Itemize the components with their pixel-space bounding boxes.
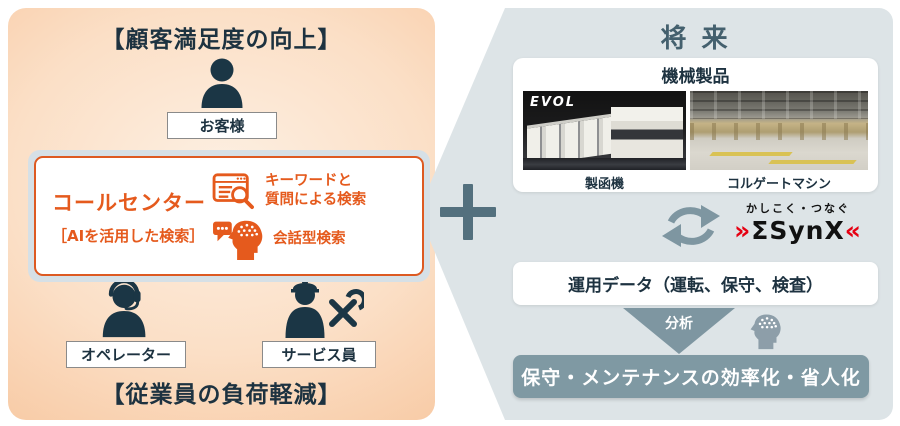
synx-logo-text: ΣSynX (751, 216, 845, 245)
floor-marking-graphic (709, 152, 794, 156)
operator-label: オペレーター (66, 341, 186, 368)
maintenance-efficiency-box: 保守・メンテナンスの効率化・省人化 (513, 355, 869, 398)
operator-headset-icon (96, 280, 158, 338)
left-panel-bottom-title: 【従業員の負荷軽減】 (101, 382, 342, 408)
floor-marking-graphic (768, 160, 858, 164)
chat-brain-head-icon (212, 219, 264, 260)
synx-tagline: かしこく・つなぐ (746, 202, 850, 215)
keyword-search-feature: キーワードと 質問による検索 (212, 172, 408, 210)
machine-photos: EVOL (513, 87, 878, 170)
machine-floor-graphic (523, 158, 686, 170)
corrugator-line-graphic (690, 122, 868, 140)
corrugate-machine-photo (690, 91, 868, 170)
operation-data-box: 運用データ（運転、保守、検査） (513, 262, 878, 305)
conversational-search-label: 会話型検索 (273, 231, 346, 248)
brain-head-icon (738, 306, 782, 356)
synx-logo-block: かしこく・つなぐ »ΣSynX« (721, 200, 875, 245)
person-icon (195, 58, 249, 108)
machine-body-graphic (611, 107, 683, 161)
synx-logo-right-mark: « (844, 216, 862, 245)
future-title: 将 来 (660, 24, 731, 54)
service-label: サービス員 (262, 341, 376, 368)
future-panel: 将 来 機械製品 EVOL 製函機 コルゲートマシン (418, 8, 893, 420)
evol-brand-logo: EVOL (530, 95, 577, 110)
call-center-subtitle: ［AIを活用した検索］ (52, 226, 205, 245)
call-center-box: コールセンター ［AIを活用した検索］ (28, 150, 430, 282)
corrugate-machine-label: コルゲートマシン (726, 177, 831, 192)
down-triangle-icon: 分析 (623, 308, 735, 354)
document-search-icon (212, 172, 256, 210)
left-panel-top-title: 【顧客満足度の向上】 (101, 27, 342, 53)
service-worker-tools-icon (278, 276, 364, 338)
plus-icon (440, 184, 496, 240)
customer-label: お客様 (167, 112, 277, 139)
machine-card-title: 機械製品 (661, 67, 730, 87)
keyword-search-label: キーワードと 質問による検索 (265, 173, 367, 208)
factory-ceiling-graphic (690, 91, 868, 120)
box-making-machine-photo: EVOL (523, 91, 686, 170)
sync-arrows-icon (656, 198, 726, 254)
box-making-machine-label: 製函機 (584, 177, 624, 192)
analysis-label: 分析 (665, 316, 693, 332)
machine-products-card: 機械製品 EVOL 製函機 コルゲートマシン (513, 58, 878, 192)
conversational-search-feature: 会話型検索 (212, 219, 408, 260)
call-center-title: コールセンター (52, 190, 206, 215)
synx-logo-left-mark: » (734, 216, 752, 245)
synx-logo: »ΣSynX« (721, 217, 875, 245)
